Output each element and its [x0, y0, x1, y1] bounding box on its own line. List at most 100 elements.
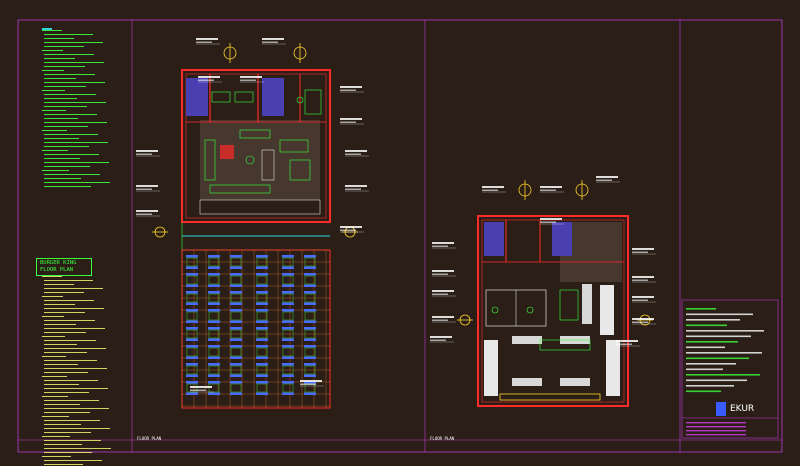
note-line [42, 50, 63, 52]
dining-table [282, 365, 294, 375]
dining-chair [230, 255, 242, 258]
dining-chair [282, 345, 294, 348]
badge-line-2: FLOOR PLAN [40, 267, 74, 273]
note-line [44, 284, 74, 286]
dining-table [186, 311, 198, 321]
left-floor-plan [152, 43, 358, 409]
dining-chair [230, 291, 242, 294]
dining-chair [208, 363, 220, 366]
dining-chair [186, 266, 198, 269]
dining-chair [282, 302, 294, 305]
callout-label [432, 319, 448, 321]
dining-chair [208, 356, 220, 359]
note-line [44, 86, 86, 88]
dining-chair [186, 392, 198, 395]
walk-in-cooler-2 [262, 78, 284, 116]
callout-label [240, 79, 256, 81]
dining-chair [230, 392, 242, 395]
dining-table [186, 293, 198, 303]
dining-chair [186, 338, 198, 341]
callout-label [136, 185, 158, 187]
note-line [44, 452, 92, 454]
dining-table [230, 347, 242, 357]
callout-label [540, 218, 562, 220]
dining-table [304, 311, 316, 321]
note-line [42, 356, 66, 358]
dining-chair [256, 291, 268, 294]
callout-label [340, 121, 356, 123]
note-line [44, 360, 97, 362]
note-line [44, 162, 109, 164]
title-block-line [686, 430, 746, 432]
note-line [44, 372, 88, 374]
callout-label [432, 242, 454, 244]
dining-chair [208, 320, 220, 323]
dining-table [256, 257, 268, 267]
dining-table [208, 311, 220, 321]
title-block-line [686, 390, 721, 393]
note-line [44, 332, 86, 334]
dining-table [230, 311, 242, 321]
dining-table [256, 275, 268, 285]
callout-label [432, 293, 448, 295]
note-line [44, 118, 78, 120]
callout-label [432, 290, 454, 292]
dining-chair [304, 374, 316, 377]
callout-label [196, 41, 212, 43]
cyan-marker [42, 28, 52, 30]
callout-label [432, 316, 454, 318]
dining-table [186, 275, 198, 285]
note-line [44, 42, 103, 44]
note-line [44, 440, 101, 442]
callout-label [482, 189, 498, 191]
note-line [44, 368, 107, 370]
dining-table [208, 329, 220, 339]
dining-chair [256, 255, 268, 258]
callout-label [632, 321, 648, 323]
dining-chair [256, 266, 268, 269]
dining-chair [304, 266, 316, 269]
callout-label [632, 248, 654, 250]
note-line [44, 364, 78, 366]
note-line [44, 420, 100, 422]
dining-chair [230, 309, 242, 312]
dining-chair [282, 381, 294, 384]
dining-chair [208, 284, 220, 287]
dining-table [256, 347, 268, 357]
left-plan-label: FLOOR PLAN [137, 436, 162, 441]
note-line [44, 412, 90, 414]
note-line [44, 142, 108, 144]
note-line [44, 384, 79, 386]
dining-chair [186, 320, 198, 323]
dining-chair [256, 356, 268, 359]
callout-label [262, 38, 284, 40]
dining-table [256, 329, 268, 339]
callout-label [190, 389, 206, 391]
dining-table [230, 275, 242, 285]
title-block-lines [686, 308, 764, 436]
dining-chair [230, 381, 242, 384]
callout-label [136, 150, 158, 152]
note-line [44, 98, 77, 100]
callout-label [340, 89, 356, 91]
note-line [44, 320, 95, 322]
dining-chair [304, 381, 316, 384]
note-line [42, 376, 67, 378]
callout-label [198, 76, 220, 78]
note-line [44, 308, 104, 310]
dining-chair [256, 363, 268, 366]
dining-table [256, 383, 268, 393]
dining-chair [256, 374, 268, 377]
dining-table [230, 365, 242, 375]
dining-chair [282, 309, 294, 312]
callout-label [300, 380, 322, 382]
note-line [42, 110, 66, 112]
dining-table [230, 383, 242, 393]
callout-label [632, 318, 654, 320]
dining-chair [282, 255, 294, 258]
dining-chair [186, 363, 198, 366]
dining-table [304, 347, 316, 357]
dining-table [282, 329, 294, 339]
dining-chair [186, 291, 198, 294]
